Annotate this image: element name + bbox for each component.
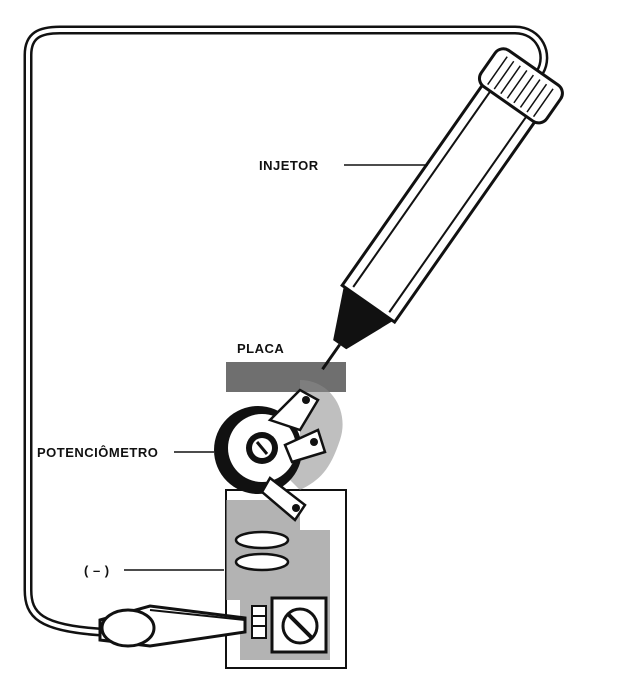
pad-1 bbox=[234, 530, 290, 550]
injector-label: INJETOR bbox=[259, 158, 319, 173]
alligator-clip bbox=[98, 604, 247, 648]
injector-probe bbox=[321, 47, 564, 371]
potentiometer bbox=[214, 388, 327, 522]
potentiometer-label: POTENCIÔMETRO bbox=[37, 445, 158, 460]
resistor-icon bbox=[251, 605, 267, 639]
board-label: PLACA bbox=[237, 341, 284, 356]
negative-label: ( – ) bbox=[84, 563, 110, 578]
pad-2 bbox=[234, 552, 290, 572]
